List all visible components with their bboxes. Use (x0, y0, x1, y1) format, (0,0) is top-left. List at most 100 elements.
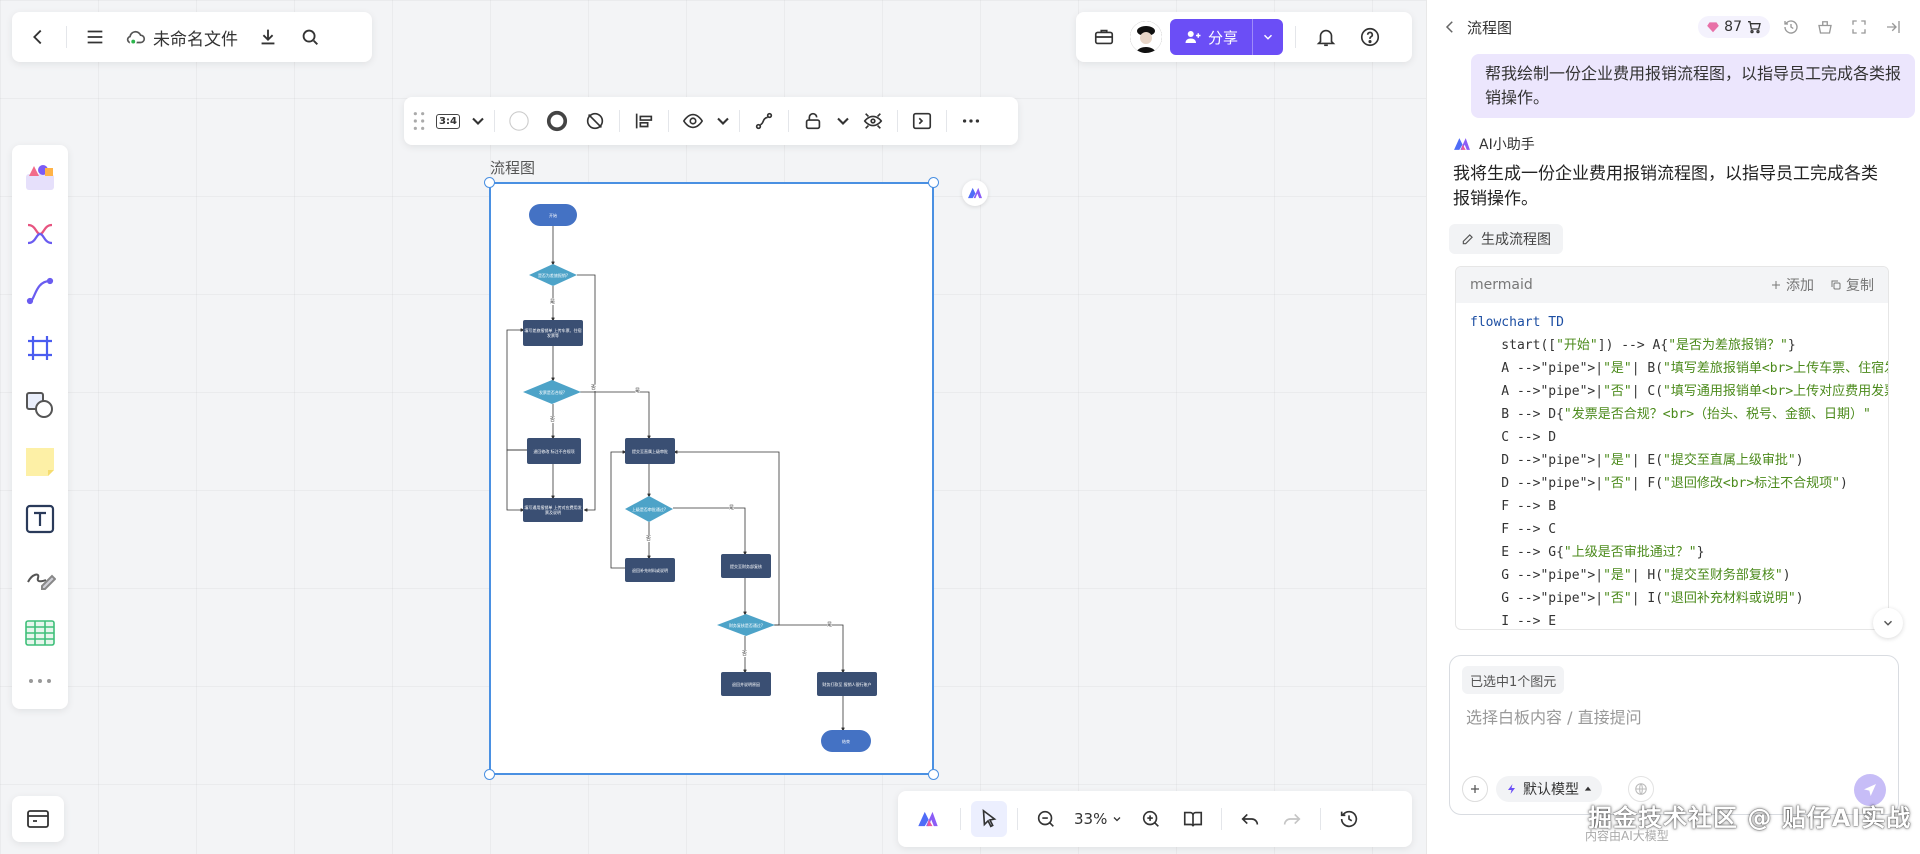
selection-context-chip[interactable]: 已选中1个图元 (1462, 666, 1565, 694)
lock-button[interactable] (795, 103, 831, 139)
more-button[interactable] (953, 103, 989, 139)
zoom-in-button[interactable] (1133, 801, 1169, 837)
chat-input[interactable] (1466, 708, 1886, 727)
aspect-ratio-button[interactable]: 3:4 (430, 103, 466, 139)
ai-assistant-button[interactable] (906, 797, 950, 841)
broom-icon (1818, 21, 1832, 34)
model-selector[interactable]: 默认模型 (1496, 776, 1602, 802)
help-button[interactable] (1352, 19, 1388, 55)
chevron-left-icon[interactable] (1441, 18, 1459, 36)
selection-toolbar: 3:4 (404, 97, 1018, 145)
flow-node-text: 发票是否合规? (538, 389, 566, 395)
clear-chat-button[interactable] (1812, 14, 1838, 40)
minimap-toggle[interactable] (12, 796, 64, 842)
flow-node-process[interactable]: 退回补充材料或说明 (625, 558, 675, 582)
template-tool[interactable] (18, 153, 62, 201)
connector-button[interactable] (746, 103, 782, 139)
sticky-note-tool[interactable] (18, 438, 62, 486)
flow-node-decision[interactable]: 上级是否审批通过? (625, 496, 673, 522)
mindmap-tool[interactable] (18, 210, 62, 258)
frame-tool[interactable] (18, 324, 62, 372)
toolbox-button[interactable] (1086, 19, 1122, 55)
resize-handle-top-left[interactable] (484, 177, 495, 188)
drag-handle[interactable] (410, 103, 428, 139)
resize-handle-bottom-left[interactable] (484, 769, 495, 780)
history-button[interactable] (1331, 801, 1367, 837)
flow-node-process[interactable]: 填写差旅报销单 上传车票、住宿发票等 (523, 320, 583, 346)
ai-quick-button[interactable] (962, 180, 988, 206)
drag-handle-icon (413, 112, 425, 130)
flow-node-decision[interactable]: 财务复核是否通过? (717, 614, 775, 636)
pen-curve-tool[interactable] (18, 267, 62, 315)
back-button[interactable] (20, 19, 56, 55)
text-tool[interactable] (18, 495, 62, 543)
table-tool[interactable] (18, 609, 62, 657)
border-color-button[interactable] (539, 103, 575, 139)
flowchart-frame[interactable]: 开始 是否为差旅报销? 填写差旅报销单 上传车票、住宿发票等 发票是否合规? 退… (484, 177, 939, 780)
zoom-out-button[interactable] (1028, 801, 1064, 837)
flow-node-process[interactable]: 提交至财务部复核 (721, 554, 771, 578)
frame-title[interactable]: 流程图 (490, 159, 536, 177)
collapse-panel-button[interactable] (1880, 14, 1906, 40)
flow-node-process[interactable]: 退回修改 标注不合规项 (527, 438, 581, 464)
download-icon (261, 29, 275, 45)
file-name[interactable]: 未命名文件 (119, 25, 244, 50)
avatar[interactable] (1130, 21, 1162, 53)
flow-node-decision[interactable]: 发票是否合规? (523, 380, 581, 404)
user-message: 帮我绘制一份企业费用报销流程图，以指导员工完成各类报销操作。 (1471, 54, 1915, 118)
expand-button[interactable] (1846, 14, 1872, 40)
flow-node-process[interactable]: 财务打款至 报销人银行账户 (817, 672, 877, 696)
visibility-button[interactable] (675, 103, 711, 139)
select-tool-button[interactable] (971, 801, 1007, 837)
attach-button[interactable] (1462, 776, 1488, 802)
zoom-level-dropdown[interactable]: 33% (1070, 810, 1127, 828)
edge-label-no: 否 (550, 416, 556, 423)
reading-mode-button[interactable] (1175, 801, 1211, 837)
edge-label-yes: 是 (729, 504, 735, 511)
flow-node-text: 提交至直属上级审批 (632, 448, 668, 454)
resize-handle-bottom-right[interactable] (928, 769, 939, 780)
fill-color-button[interactable] (501, 103, 537, 139)
flow-node-text: 财务打款至 报销人银行账户 (822, 681, 872, 687)
share-button[interactable]: 分享 (1170, 19, 1284, 55)
assistant-label: AI小助手 (1453, 134, 1535, 154)
search-button[interactable] (292, 19, 328, 55)
flow-node-process[interactable]: 提交至直属上级审批 (625, 438, 675, 464)
flow-node-decision[interactable]: 是否为差旅报销? (529, 264, 577, 286)
download-button[interactable] (250, 19, 286, 55)
credits-badge[interactable]: 87 (1698, 16, 1770, 38)
send-button[interactable] (1854, 774, 1886, 806)
notifications-button[interactable] (1308, 19, 1344, 55)
share-main[interactable]: 分享 (1170, 19, 1254, 55)
divider (66, 26, 67, 48)
flow-node-start[interactable]: 开始 (529, 204, 577, 226)
add-code-button[interactable]: 添加 (1770, 275, 1814, 295)
shape-tool[interactable] (18, 381, 62, 429)
generate-flowchart-chip[interactable]: 生成流程图 (1449, 224, 1563, 254)
focus-button[interactable] (855, 103, 891, 139)
undo-button[interactable] (1232, 801, 1268, 837)
brush-tool[interactable] (18, 552, 62, 600)
visibility-dropdown[interactable] (713, 103, 733, 139)
flow-node-process[interactable]: 填写通用报销单 上传对应费用发票及说明 (523, 498, 583, 522)
web-search-toggle[interactable] (1628, 776, 1654, 802)
copy-code-button[interactable]: 复制 (1830, 275, 1874, 295)
redo-button[interactable] (1274, 801, 1310, 837)
no-shadow-button[interactable] (577, 103, 613, 139)
history-button[interactable] (1778, 14, 1804, 40)
cursor-icon (982, 809, 997, 828)
flow-node-end[interactable]: 结束 (821, 730, 871, 752)
presentation-button[interactable] (904, 103, 940, 139)
frame-icon (28, 336, 52, 360)
more-tools-button[interactable] (18, 666, 62, 696)
globe-icon (1635, 783, 1647, 795)
share-dropdown[interactable] (1253, 19, 1283, 55)
lock-dropdown[interactable] (833, 103, 853, 139)
resize-handle-top-right[interactable] (928, 177, 939, 188)
aspect-ratio-dropdown[interactable] (468, 103, 488, 139)
menu-button[interactable] (77, 19, 113, 55)
flow-node-process[interactable]: 退回并说明原因 (721, 672, 771, 696)
align-button[interactable] (626, 103, 662, 139)
scroll-to-bottom-button[interactable] (1873, 608, 1903, 638)
credits-count: 87 (1724, 19, 1742, 35)
